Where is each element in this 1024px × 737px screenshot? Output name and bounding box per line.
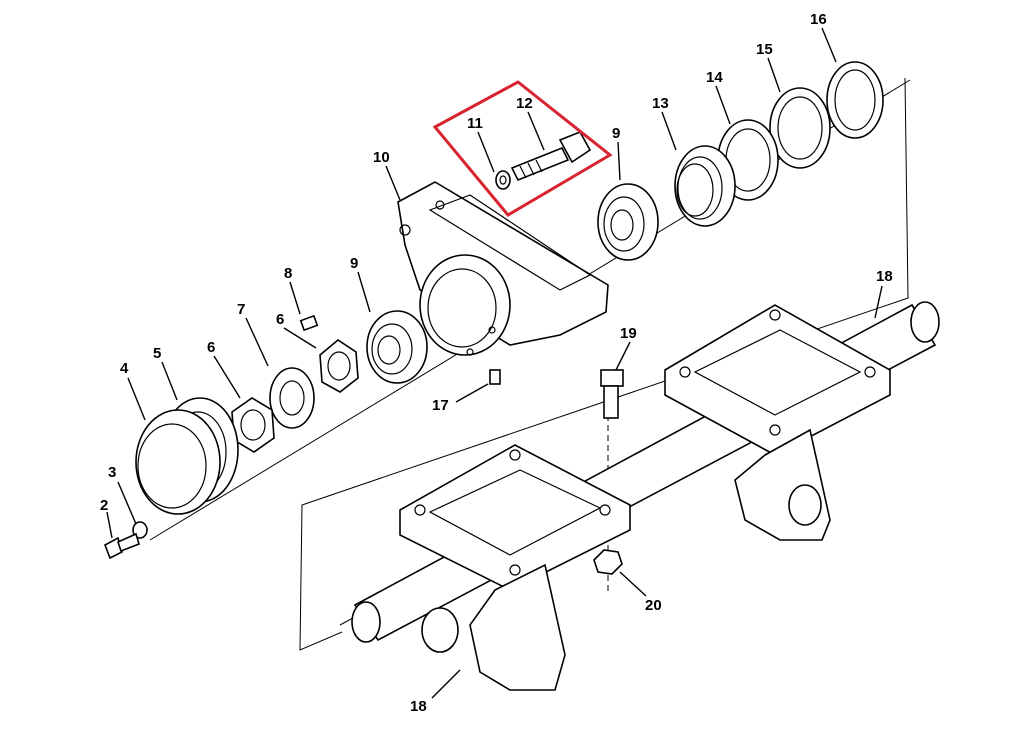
callout-20: 20: [645, 597, 662, 614]
part-19-bolt: [600, 369, 624, 419]
callout-9-lower: 9: [350, 255, 358, 272]
callout-7: 7: [237, 301, 245, 318]
part-12-bolt: [510, 130, 592, 182]
part-9-lower-bearing: [366, 310, 428, 384]
part-16-seal-ring: [826, 61, 884, 139]
callout-9-upper: 9: [612, 125, 620, 142]
part-9-upper-bearing: [597, 183, 659, 261]
highlight-box: [432, 80, 613, 217]
part-18-rear-pillow-block: [664, 304, 891, 541]
part-18-front-pillow-block: [399, 444, 631, 691]
leader-lines: [106, 27, 883, 699]
part-15-ring: [769, 87, 831, 169]
callout-3: 3: [108, 464, 116, 481]
callout-19: 19: [620, 325, 637, 342]
part-10-pillow-block-housing: [397, 181, 609, 356]
callout-11: 11: [467, 115, 483, 132]
callout-12: 12: [516, 95, 533, 112]
callout-numbers: 2 3 4 5 6 6 7 8 9 9 10 11 12 13 14 15 16…: [100, 11, 893, 715]
callout-2: 2: [100, 497, 108, 514]
part-13-seal: [674, 145, 736, 227]
callout-6-upper: 6: [276, 311, 284, 328]
part-6-upper-nut: [319, 339, 359, 393]
callout-10: 10: [373, 149, 390, 166]
callout-18-rear: 18: [876, 268, 893, 285]
callout-14: 14: [706, 69, 723, 86]
callout-5: 5: [153, 345, 161, 362]
callout-15: 15: [756, 41, 773, 58]
callout-8: 8: [284, 265, 292, 282]
callout-4: 4: [120, 360, 129, 377]
part-2-cap-screw: [104, 532, 140, 560]
callout-18-front: 18: [410, 698, 427, 715]
part-8-key: [299, 314, 319, 332]
part-6-lower-nut: [231, 397, 275, 453]
callout-17: 17: [432, 397, 449, 414]
callout-13: 13: [652, 95, 669, 112]
callout-16: 16: [810, 11, 827, 28]
part-20-nut: [593, 549, 623, 575]
part-17-grease-fitting: [489, 369, 501, 385]
part-7-lock-washer: [269, 367, 315, 429]
callout-6-lower: 6: [207, 339, 215, 356]
part-11-washer: [495, 170, 511, 190]
part-4-end-cap: [135, 409, 221, 515]
